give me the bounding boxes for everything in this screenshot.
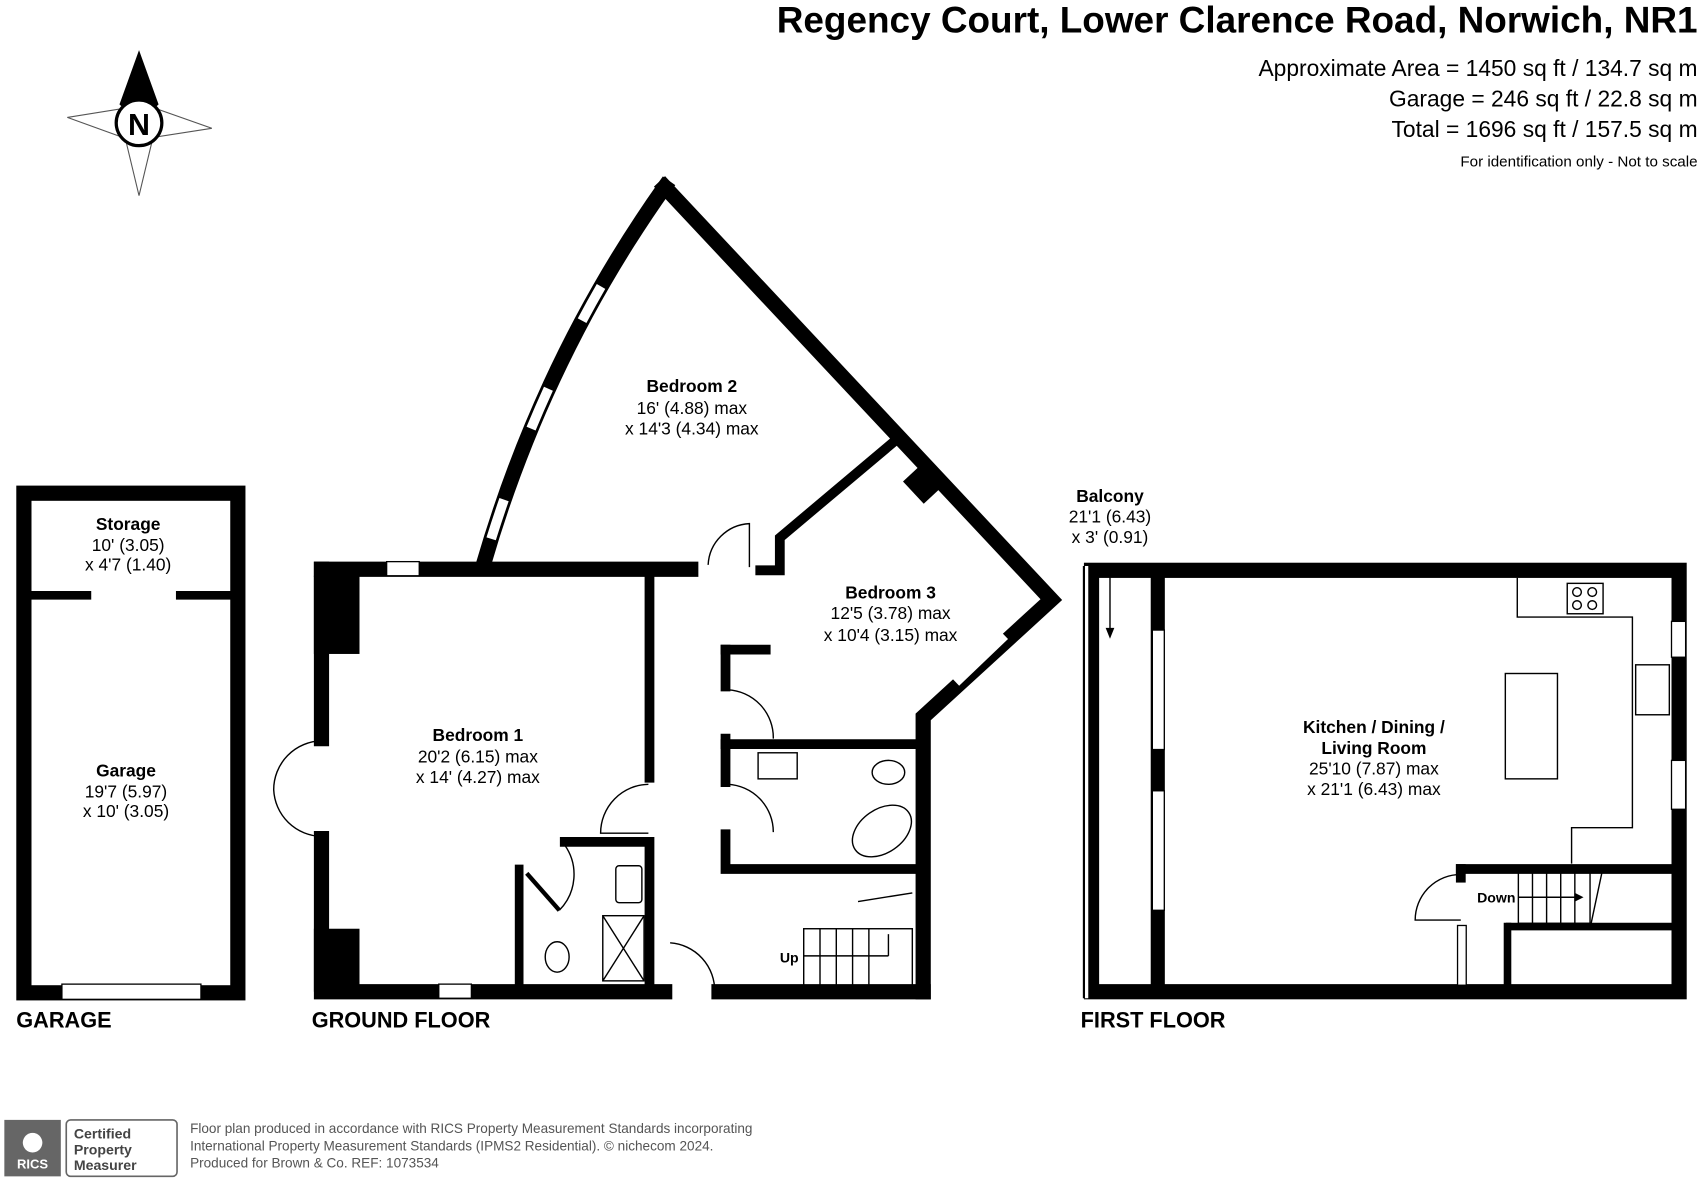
kitchen-dim2: x 21'1 (6.43) max: [1307, 779, 1441, 799]
first-floor-label: FIRST FLOOR: [1081, 1008, 1226, 1033]
storage-dim1: 10' (3.05): [92, 535, 165, 555]
garage-floor-label: GARAGE: [16, 1008, 111, 1033]
bedroom3-dim2: x 10'4 (3.15) max: [824, 625, 958, 645]
badge-line3: Measurer: [74, 1157, 137, 1173]
garage-dim2: x 10' (3.05): [83, 801, 169, 821]
garage-name: Garage: [96, 761, 156, 781]
bedroom1-name: Bedroom 1: [433, 725, 524, 745]
badge-line1: Certified: [74, 1125, 131, 1141]
disclaimer: For identification only - Not to scale: [1460, 153, 1697, 170]
kitchen-name-line1: Kitchen / Dining /: [1303, 717, 1445, 737]
footer-line3: Produced for Brown & Co. REF: 1073534: [190, 1156, 439, 1171]
bedroom1-dim1: 20'2 (6.15) max: [418, 747, 538, 767]
balcony-dim2: x 3' (0.91): [1072, 527, 1149, 547]
bedroom3-dim1: 12'5 (3.78) max: [831, 603, 951, 623]
total-area: Total = 1696 sq ft / 157.5 sq m: [1392, 116, 1698, 142]
storage-dim2: x 4'7 (1.40): [85, 554, 171, 574]
garage-area: Garage = 246 sq ft / 22.8 sq m: [1389, 86, 1698, 112]
badge-line2: Property: [74, 1142, 132, 1158]
garage-plan: Storage 10' (3.05) x 4'7 (1.40) Garage 1…: [16, 485, 246, 1033]
bedroom2-dim1: 16' (4.88) max: [637, 398, 748, 418]
footer-line1: Floor plan produced in accordance with R…: [190, 1121, 752, 1136]
ground-floor-plan: Up Bedroom 1 20'2 (6.15) max x 14' (4.27…: [272, 176, 1063, 1033]
approximate-area: Approximate Area = 1450 sq ft / 134.7 sq…: [1258, 55, 1697, 81]
garage-dim1: 19'7 (5.97): [85, 781, 167, 801]
garage-door: [61, 983, 202, 1000]
stairs-down-label: Down: [1477, 890, 1515, 906]
compass-north-label: N: [128, 108, 150, 142]
kitchen-name-line2: Living Room: [1321, 738, 1426, 758]
kitchen-dim1: 25'10 (7.87) max: [1309, 759, 1439, 779]
rics-logo: RICS Certified Property Measurer: [4, 1119, 178, 1178]
rics-logo-text: RICS: [17, 1157, 48, 1172]
first-floor-plan: Down Balcony 21'1 (6.43) x 3' (0.91) Kit…: [1069, 486, 1687, 1033]
bedroom2-name: Bedroom 2: [647, 376, 738, 396]
ground-floor-label: GROUND FLOOR: [312, 1008, 491, 1033]
compass-icon: N: [67, 50, 212, 196]
stairs-up-label: Up: [780, 949, 799, 965]
stairs-up: Up: [780, 892, 914, 986]
bedroom3-name: Bedroom 3: [845, 583, 936, 603]
stairs-down: Down: [1477, 871, 1603, 925]
balcony-name: Balcony: [1076, 486, 1144, 506]
balcony-dim1: 21'1 (6.43): [1069, 507, 1151, 527]
footer-line2: International Property Measurement Stand…: [190, 1138, 713, 1153]
bedroom1-dim2: x 14' (4.27) max: [416, 767, 540, 787]
storage-name: Storage: [96, 514, 161, 534]
bedroom2-dim2: x 14'3 (4.34) max: [625, 419, 759, 439]
property-title: Regency Court, Lower Clarence Road, Norw…: [777, 0, 1698, 41]
